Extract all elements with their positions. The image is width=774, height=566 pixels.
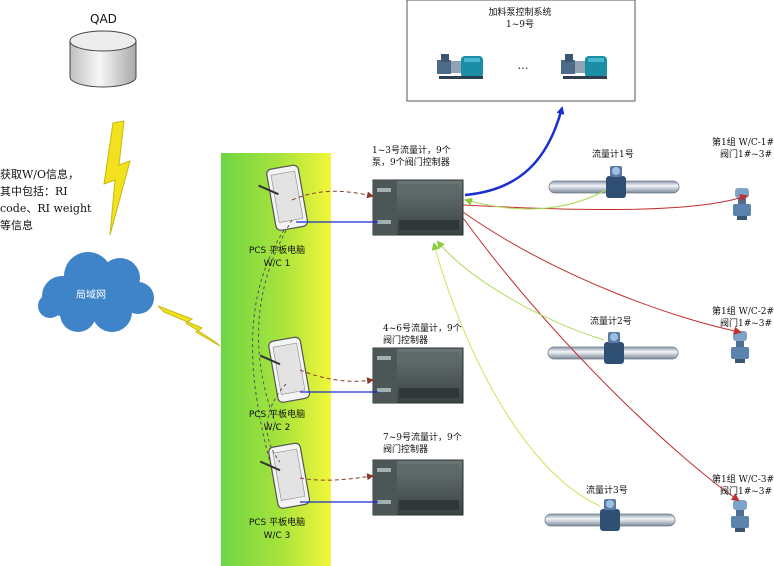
tablet-1-sub: W/C 1 (263, 259, 291, 269)
tablet-plc-link (299, 369, 374, 385)
plc-controller-3 (372, 459, 464, 516)
tablet-1-label: PCS 平板电脑 (248, 246, 306, 256)
tablet-plc-link (291, 190, 374, 201)
tablet-2-label: PCS 平板电脑 (248, 410, 306, 420)
controller-2-line-2: 阀门控制器 (383, 336, 429, 346)
flowmeter-plc-link (464, 189, 607, 210)
info-note-line-3: code、RI weight (0, 202, 92, 215)
flowmeter-2 (547, 332, 679, 364)
info-note-line-2: 其中包括：RI (0, 185, 68, 198)
valve-group-1-line-1: 第1组 W/C-1# (712, 138, 774, 148)
flowmeter-1 (548, 166, 680, 198)
controller-1-line-2: 泵，9个阀门控制器 (372, 158, 450, 168)
tablet-3-sub: W/C 3 (263, 531, 291, 541)
valve-icon (731, 500, 749, 532)
controller-3-line-1: 7~9号流量计，9个 (383, 433, 462, 443)
tablet-plc-link (299, 473, 374, 481)
valve-group-2-line-1: 第1组 W/C-2# (712, 307, 774, 317)
pump-ellipsis: … (517, 59, 529, 72)
lightning-icon (157, 305, 221, 347)
controller-3-line-2: 阀门控制器 (383, 445, 429, 455)
valve-group-3-line-2: 阀门1#~3# (720, 487, 773, 497)
info-note-line-1: 获取W/O信息， (0, 168, 80, 181)
tablet-icon (259, 336, 311, 403)
cloud-icon (38, 252, 154, 332)
database-icon (69, 30, 137, 88)
plc-valve-link (462, 217, 740, 502)
pump-icon (437, 54, 483, 79)
flowmeter-3-label: 流量计3号 (586, 486, 628, 496)
pump-icon (561, 54, 607, 79)
plc-pump-link (464, 106, 565, 197)
flowmeter-2-label: 流量计2号 (590, 317, 632, 327)
tablet-3-label: PCS 平板电脑 (248, 518, 306, 528)
feeding-system-subtitle: 1~9号 (506, 20, 534, 30)
feeding-system-box (406, 0, 636, 102)
flowmeter-1-label: 流量计1号 (592, 150, 634, 160)
plc-valve-link (462, 211, 742, 335)
feeding-system-title: 加料泵控制系统 (488, 8, 552, 18)
valve-group-3-line-1: 第1组 W/C-3# (712, 475, 774, 485)
valve-group-2-line-2: 阀门1#~3# (720, 319, 773, 329)
lightning-icon (103, 120, 131, 236)
controller-1-line-1: 1~3号流量计，9个 (372, 146, 451, 156)
plc-controller-1 (372, 179, 464, 236)
flowmeter-plc-link (436, 240, 605, 341)
valve-group-1-line-2: 阀门1#~3# (720, 150, 773, 160)
controller-2-line-1: 4~6号流量计，9个 (383, 324, 462, 334)
tablet-2-sub: W/C 2 (263, 423, 291, 433)
qad-label: QAD (90, 12, 117, 26)
lan-label: 局域网 (76, 290, 106, 301)
flowmeter-plc-link (431, 242, 601, 507)
tablet-link (251, 229, 285, 471)
valve-icon (733, 188, 751, 220)
tablet-icon (258, 164, 309, 231)
plc-controller-2 (372, 347, 464, 404)
flowmeter-3 (544, 499, 676, 531)
tablet-icon (259, 442, 311, 509)
valve-icon (731, 331, 749, 363)
info-note-line-4: 等信息 (0, 219, 33, 232)
